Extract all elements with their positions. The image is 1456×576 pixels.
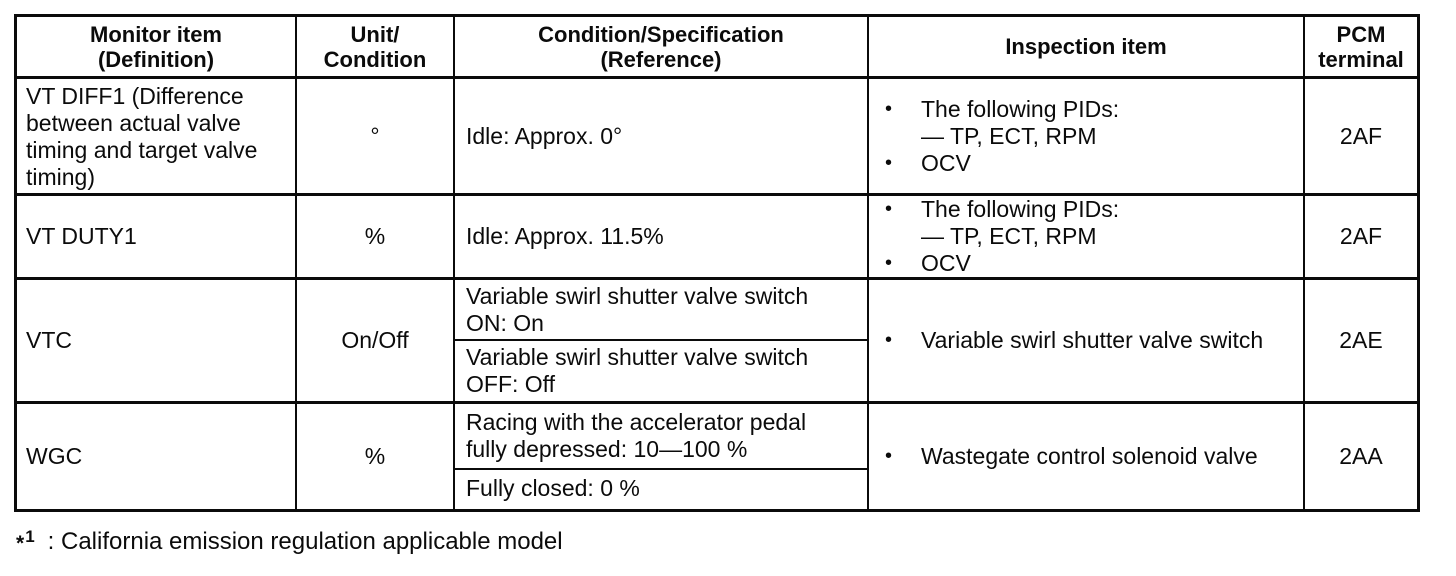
header-cell-condition-specification: Condition/Specification (Reference) [455,17,869,76]
table-header-row: Monitor item (Definition) Unit/ Conditio… [17,17,1417,79]
monitor-item-text: VTC [26,327,72,353]
pcm-terminal-cell: 2AA [1339,443,1383,469]
inspection-list: • Variable swirl shutter valve switch [869,325,1303,356]
footnote-star: * [16,532,26,555]
inspection-item-text: The following PIDs: [921,196,1120,222]
bullet-icon: • [885,252,893,274]
table-row-vtc: VTC On/Off Variable swirl shutter valve … [17,280,1417,404]
pcm-terminal-cell: 2AE [1339,327,1383,353]
unit-cell: % [297,404,455,509]
footnote-superscript: 1 [25,527,36,546]
header-cell-inspection-item: Inspection item [869,17,1305,76]
bullet-icon: • [885,151,893,174]
inspection-item-subtext: — TP, ECT, RPM [921,223,1097,249]
monitor-item-cell: VT DUTY1 [17,196,297,277]
footnote-marker: *1 [16,523,36,558]
inspection-list: • The following PIDs: — TP, ECT, RPM • O… [869,196,1303,277]
monitor-item-cell: VTC [17,280,297,401]
condition-subcell: Racing with the accelerator pedal fully … [455,404,867,470]
monitor-item-text: VT DUTY1 [26,223,137,249]
inspection-cell: • Wastegate control solenoid valve [869,404,1305,509]
pcm-terminal-cell: 2AF [1339,122,1383,149]
monitor-item-text: WGC [26,443,83,469]
condition-cell: Racing with the accelerator pedal fully … [455,404,869,509]
condition-text: Idle: Approx. 0° [466,122,623,149]
condition-subcell: Variable swirl shutter valve switch OFF:… [466,344,809,397]
inspection-cell: • The following PIDs: — TP, ECT, RPM • O… [869,79,1305,193]
bullet-icon: • [885,97,893,120]
pcm-monitor-table: Monitor item (Definition) Unit/ Conditio… [14,14,1420,512]
header-cell-unit-condition: Unit/ Condition [297,17,455,76]
inspection-item-text: OCV [921,250,971,276]
inspection-list-item: • Variable swirl shutter valve switch [885,327,1297,354]
monitor-item-text: VT DIFF1 (Difference between actual valv… [26,83,258,190]
inspection-list-item: • OCV [885,150,1297,177]
inspection-cell: • The following PIDs: — TP, ECT, RPM • O… [869,196,1305,277]
condition-subcell: Variable swirl shutter valve switch ON: … [455,280,867,341]
inspection-list: • Wastegate control solenoid valve [869,441,1303,472]
inspection-item-text: The following PIDs: [921,95,1120,122]
inspection-list-item: • OCV [885,250,1297,277]
inspection-list: • The following PIDs: — TP, ECT, RPM • O… [869,94,1303,179]
table-row-vt-duty1: VT DUTY1 % Idle: Approx. 11.5% • The fol… [17,196,1417,280]
unit-cell: ° [297,79,455,193]
condition-subcell: Fully closed: 0 % [466,474,640,501]
inspection-item-text: OCV [921,149,971,176]
bullet-icon: • [885,445,893,467]
unit-cell: On/Off [297,280,455,401]
pcm-terminal-cell: 2AF [1339,223,1383,249]
inspection-item-text: Variable swirl shutter valve switch [921,327,1264,353]
inspection-list-item: • The following PIDs: [885,196,1297,223]
inspection-item-subtext: — TP, ECT, RPM [921,122,1097,149]
condition-cell: Variable swirl shutter valve switch ON: … [455,280,869,401]
inspection-list-item: • The following PIDs: [885,96,1297,123]
footnote: *1 : California emission regulation appl… [16,527,563,563]
header-cell-monitor-item: Monitor item (Definition) [17,17,297,76]
table-row-wgc: WGC % Racing with the accelerator pedal … [17,404,1417,509]
condition-cell: Idle: Approx. 0° [455,79,869,193]
condition-text: Idle: Approx. 11.5% [466,223,664,249]
monitor-item-cell: VT DIFF1 (Difference between actual valv… [17,79,297,193]
inspection-cell: • Variable swirl shutter valve switch [869,280,1305,401]
footnote-text: : California emission regulation applica… [47,528,563,555]
inspection-item-text: Wastegate control solenoid valve [921,443,1258,469]
header-cell-pcm-terminal: PCM terminal [1318,21,1404,72]
bullet-icon: • [885,329,893,351]
table-row-vt-diff1: VT DIFF1 (Difference between actual valv… [17,79,1417,196]
inspection-list-item: • Wastegate control solenoid valve [885,443,1297,470]
bullet-icon: • [885,198,893,220]
condition-cell: Idle: Approx. 11.5% [455,196,869,277]
unit-cell: % [297,196,455,277]
monitor-item-cell: WGC [17,404,297,509]
